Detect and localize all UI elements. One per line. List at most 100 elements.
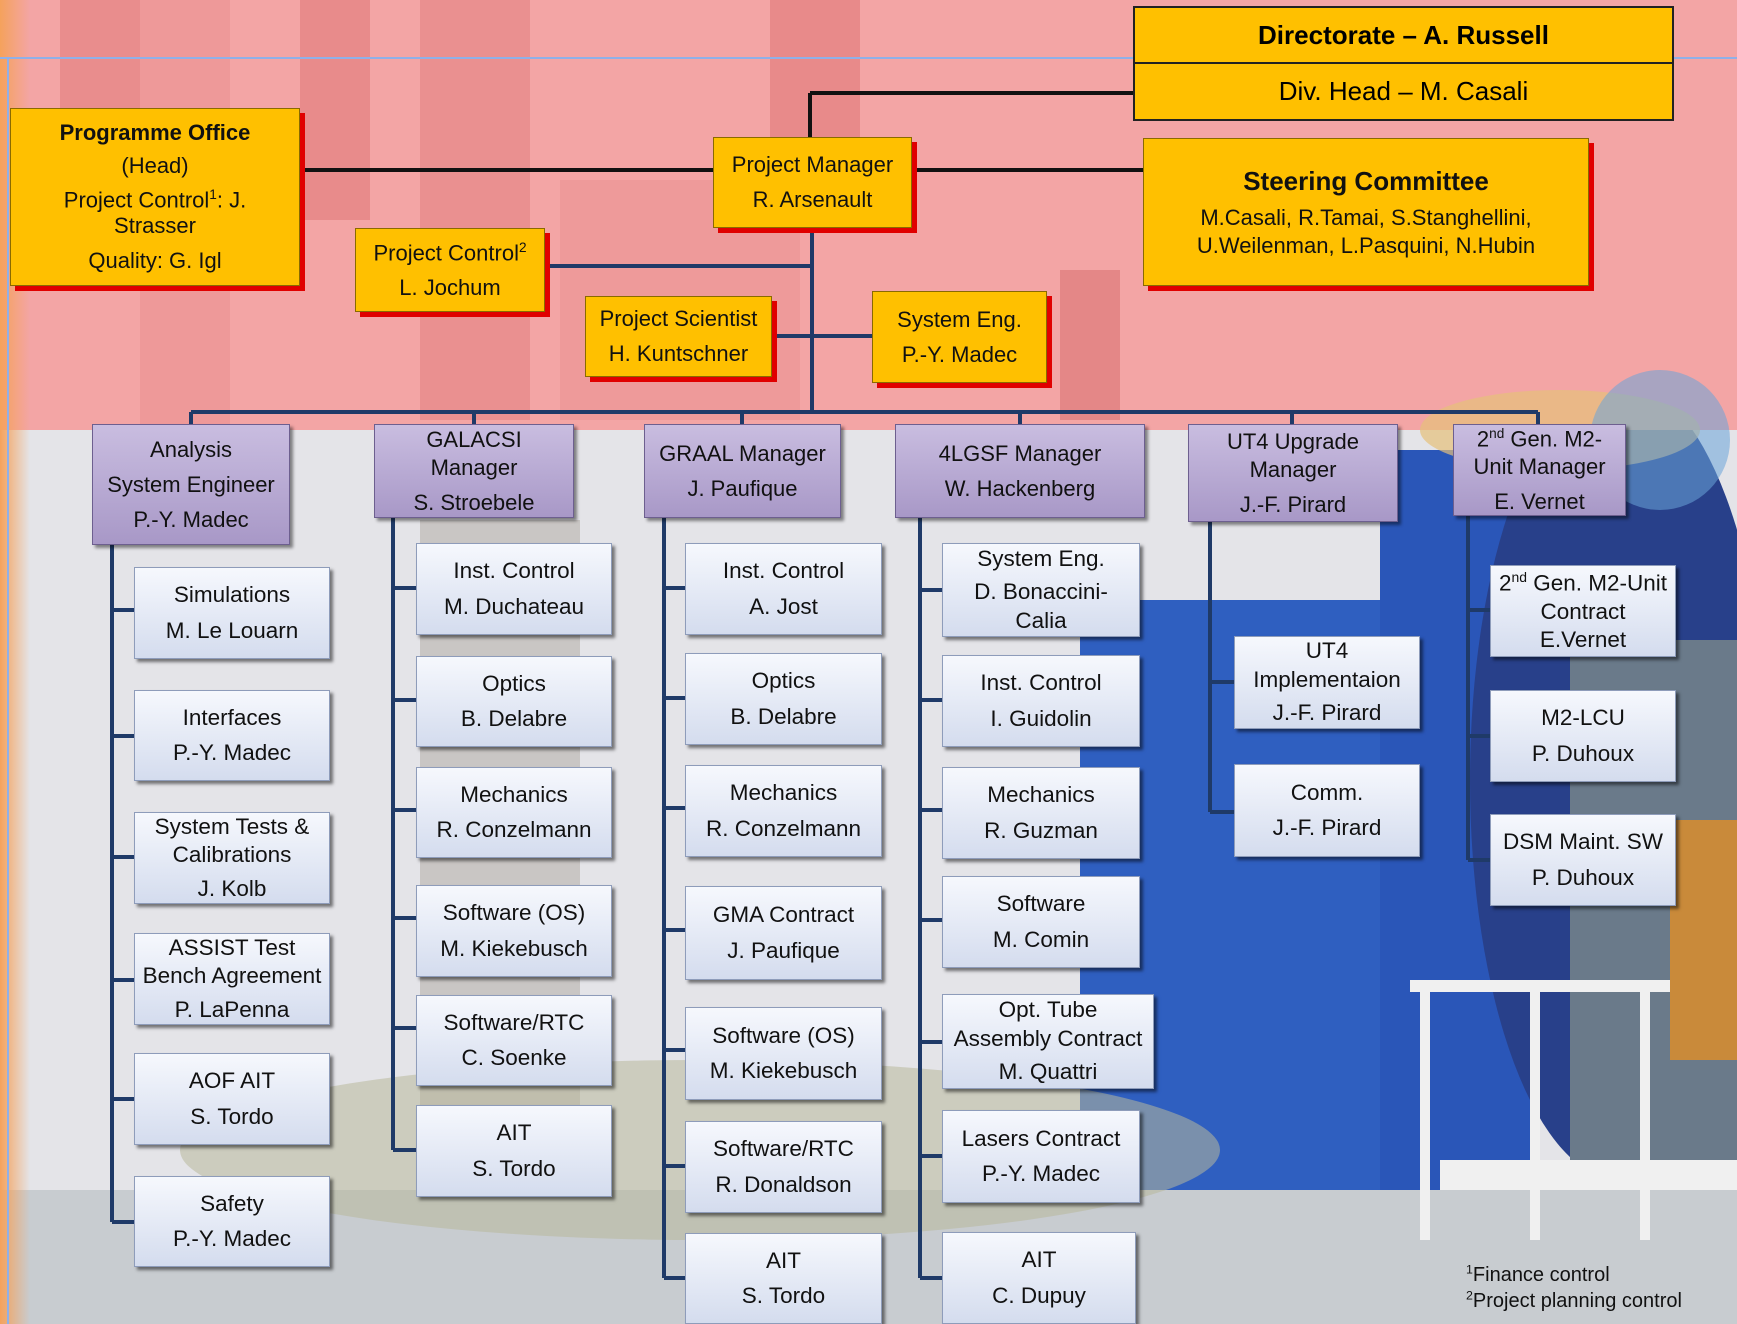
project-scientist-box: Project Scientist H. Kuntschner: [585, 296, 772, 377]
galacsi-item-ait: AIT S. Tordo: [416, 1105, 612, 1197]
project-manager-name: R. Arsenault: [752, 187, 873, 212]
lgsf-item-software: Software M. Comin: [942, 876, 1140, 968]
item-line: AOF AIT: [188, 1068, 276, 1093]
programme-office-project-control: Project Control1: J.: [64, 188, 246, 211]
m2-contract-superscript: nd: [1511, 568, 1527, 585]
item-line: R. Donaldson: [715, 1171, 852, 1197]
lgsf-item-mechanics: Mechanics R. Guzman: [942, 767, 1140, 859]
project-control-name: L. Jochum: [399, 275, 501, 301]
footnote-marker: 2: [1466, 1288, 1473, 1303]
galacsi-item-software-rtc: Software/RTC C. Soenke: [416, 995, 612, 1086]
system-eng-box: System Eng. P.-Y. Madec: [872, 291, 1047, 383]
system-eng-name: P.-Y. Madec: [901, 341, 1018, 367]
m2-manager-prefix: 2: [1476, 426, 1490, 452]
manager-line: Unit Manager: [1473, 454, 1606, 480]
project-control-footnote-marker: 2: [518, 239, 527, 255]
item-line: M. Quattri: [998, 1059, 1098, 1085]
lgsf-item-lasers-contract: Lasers Contract P.-Y. Madec: [942, 1110, 1140, 1203]
lgsf-item-ait: AIT C. Dupuy: [942, 1232, 1136, 1324]
m2-contract-rest: Gen. M2-Unit: [1526, 570, 1668, 595]
manager-graal: GRAAL Manager J. Paufique: [644, 424, 841, 518]
item-line: DSM Maint. SW: [1502, 829, 1664, 854]
directorate-label: Directorate – A. Russell: [1258, 19, 1549, 50]
item-line: C. Soenke: [461, 1045, 567, 1070]
item-line: Opt. Tube: [998, 997, 1098, 1023]
item-line: Calibrations: [172, 842, 292, 868]
item-line: 2nd Gen. M2-Unit: [1499, 568, 1668, 595]
ut4-item-implementation: UT4 Implementaion J.-F. Pirard: [1234, 636, 1420, 729]
manager-line: 4LGSF Manager: [938, 440, 1102, 466]
project-scientist-role: Project Scientist: [599, 306, 758, 331]
galacsi-item-mechanics: Mechanics R. Conzelmann: [416, 767, 612, 858]
item-line: GMA Contract: [712, 902, 855, 927]
item-line: Comm.: [1290, 779, 1364, 805]
item-line: J. Paufique: [727, 937, 840, 963]
programme-office-box: Programme Office (Head) Project Control1…: [10, 108, 300, 286]
item-line: R. Conzelmann: [436, 817, 592, 842]
manager-line: S. Stroebele: [413, 489, 535, 515]
item-line: Calia: [1015, 607, 1067, 633]
item-line: S. Tordo: [741, 1283, 826, 1308]
item-line: M2-LCU: [1541, 705, 1625, 730]
item-line: B. Delabre: [460, 706, 568, 731]
item-line: Software (OS): [712, 1022, 855, 1048]
analysis-item-simulations: Simulations M. Le Louarn: [134, 567, 330, 659]
lgsf-item-system-eng: System Eng. D. Bonaccini- Calia: [942, 543, 1140, 637]
item-line: AIT: [1021, 1247, 1057, 1272]
galacsi-item-software-os: Software (OS) M. Kiekebusch: [416, 885, 612, 977]
graal-item-optics: Optics B. Delabre: [685, 653, 882, 745]
item-line: B. Delabre: [730, 703, 837, 729]
item-line: Bench Agreement: [142, 963, 322, 989]
graal-item-mechanics: Mechanics R. Conzelmann: [685, 765, 882, 857]
graal-item-inst-control: Inst. Control A. Jost: [685, 543, 882, 635]
item-line: P.-Y. Madec: [173, 1226, 291, 1251]
item-line: Lasers Contract: [961, 1125, 1121, 1151]
manager-line: UT4 Upgrade: [1226, 428, 1360, 454]
item-line: Simulations: [173, 582, 291, 607]
steering-committee-box: Steering Committee M.Casali, R.Tamai, S.…: [1143, 138, 1589, 286]
project-manager-box: Project Manager R. Arsenault: [713, 137, 912, 228]
item-line: Mechanics: [460, 781, 568, 807]
pc-name: : J.: [216, 187, 247, 213]
item-line: Contract: [1540, 598, 1626, 624]
manager-ut4-upgrade: UT4 Upgrade Manager J.-F. Pirard: [1188, 424, 1398, 522]
item-line: C. Dupuy: [992, 1282, 1086, 1308]
analysis-item-safety: Safety P.-Y. Madec: [134, 1176, 330, 1267]
item-line: UT4: [1305, 638, 1349, 664]
item-line: M. Kiekebusch: [440, 935, 588, 961]
item-line: A. Jost: [749, 593, 818, 619]
analysis-item-aof-ait: AOF AIT S. Tordo: [134, 1053, 330, 1145]
analysis-item-interfaces: Interfaces P.-Y. Madec: [134, 690, 330, 781]
item-line: P. Duhoux: [1531, 740, 1635, 766]
item-line: I. Guidolin: [990, 705, 1092, 731]
graal-item-gma-contract: GMA Contract J. Paufique: [685, 886, 882, 980]
programme-office-head: (Head): [121, 153, 189, 179]
item-line: S. Tordo: [190, 1103, 274, 1129]
item-line: Inst. Control: [453, 558, 575, 583]
item-line: AIT: [496, 1120, 532, 1145]
division-head-label: Div. Head – M. Casali: [1278, 76, 1529, 106]
project-control-label: Project Control: [373, 240, 519, 266]
system-eng-role: System Eng.: [897, 306, 1022, 332]
item-line: Software: [996, 891, 1086, 916]
item-line: Interfaces: [182, 704, 282, 730]
manager-galacsi: GALACSI Manager S. Stroebele: [374, 424, 574, 518]
item-line: P. Duhoux: [1531, 864, 1635, 890]
lgsf-item-inst-control: Inst. Control I. Guidolin: [942, 655, 1140, 747]
steering-committee-members-2: U.Weilenman, L.Pasquini, N.Hubin: [1196, 232, 1536, 258]
steering-committee-title: Steering Committee: [1243, 165, 1489, 196]
m2-item-contract: 2nd Gen. M2-Unit Contract E.Vernet: [1490, 565, 1676, 657]
analysis-item-system-tests: System Tests & Calibrations J. Kolb: [134, 812, 330, 904]
analysis-item-assist: ASSIST Test Bench Agreement P. LaPenna: [134, 933, 330, 1025]
item-line: Optics: [751, 668, 816, 693]
project-scientist-name: H. Kuntschner: [608, 341, 749, 366]
manager-line: P.-Y. Madec: [133, 506, 249, 532]
graal-item-software-rtc: Software/RTC R. Donaldson: [685, 1121, 882, 1213]
item-line: Inst. Control: [722, 558, 845, 583]
manager-line: System Engineer: [107, 471, 275, 497]
item-line: M. Duchateau: [443, 593, 585, 619]
manager-4lgsf: 4LGSF Manager W. Hackenberg: [895, 424, 1145, 518]
manager-line: Analysis: [150, 436, 232, 462]
project-control-box: Project Control2 L. Jochum: [355, 228, 545, 312]
manager-line: GRAAL Manager: [659, 440, 826, 466]
